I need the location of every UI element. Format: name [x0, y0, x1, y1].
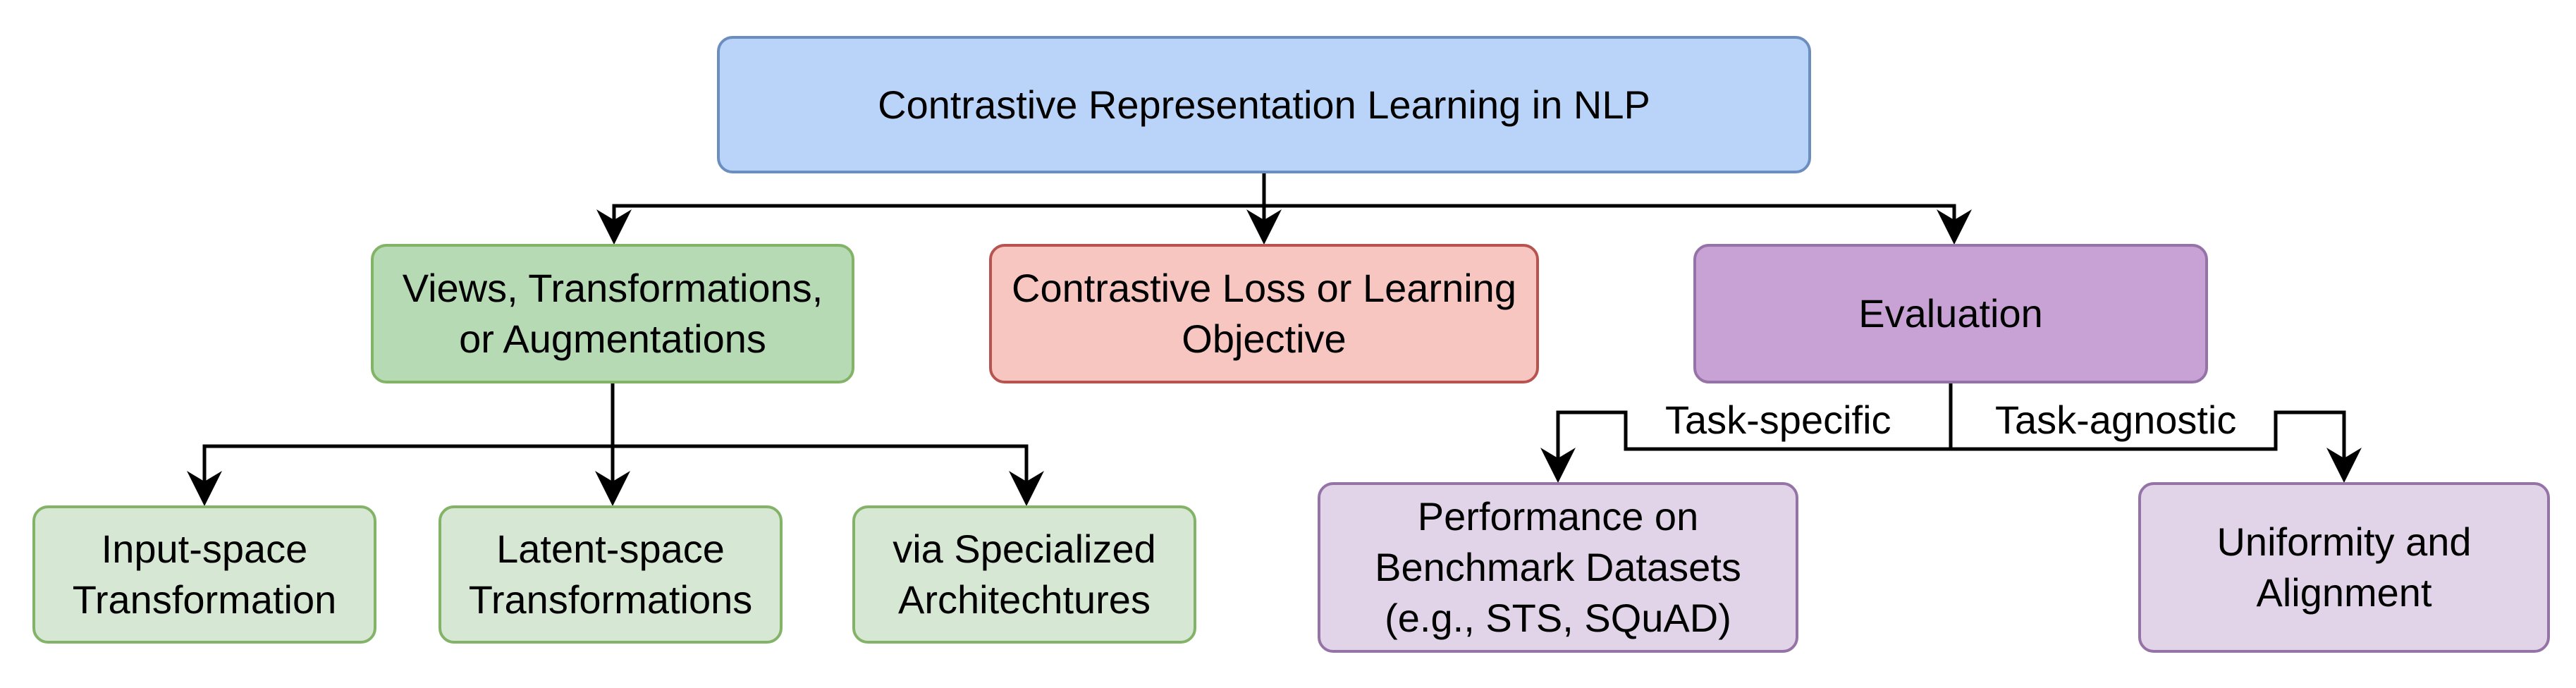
latent-space-node-label: Latent-space Transformations: [468, 527, 753, 622]
edge-root-evaluation: [1264, 204, 1972, 245]
edge-evaluation-performance: [1540, 383, 1953, 483]
views-node: Views, Transformations, or Augmentations: [371, 244, 854, 383]
evaluation-node-label: Evaluation: [1858, 291, 2043, 336]
uniformity-node: Uniformity and Alignment: [2138, 482, 2550, 653]
specialized-node: via Specialized Architechtures: [852, 505, 1196, 644]
evaluation-node: Evaluation: [1693, 244, 2208, 383]
input-space-node-label: Input-space Transformation: [72, 527, 337, 622]
edge-views-input: [187, 383, 615, 506]
edge-views-specialized: [613, 444, 1044, 506]
input-space-node: Input-space Transformation: [32, 505, 376, 644]
task-agnostic-label: Task-agnostic: [1987, 398, 2245, 443]
root-node-label: Contrastive Representation Learning in N…: [878, 82, 1650, 127]
edge-root-views: [596, 173, 1266, 245]
performance-node-label: Performance on Benchmark Datasets (e.g.,…: [1375, 494, 1741, 640]
performance-node: Performance on Benchmark Datasets (e.g.,…: [1318, 482, 1798, 653]
uniformity-node-label: Uniformity and Alignment: [2216, 520, 2472, 615]
root-node: Contrastive Representation Learning in N…: [717, 36, 1811, 173]
views-node-label: Views, Transformations, or Augmentations: [402, 266, 823, 361]
edge-evaluation-uniformity: [1951, 410, 2362, 483]
specialized-node-label: via Specialized Architechtures: [893, 527, 1156, 622]
latent-space-node: Latent-space Transformations: [438, 505, 783, 644]
task-specific-label: Task-specific: [1657, 398, 1900, 443]
loss-node-label: Contrastive Loss or Learning Objective: [1012, 266, 1516, 361]
loss-node: Contrastive Loss or Learning Objective: [989, 244, 1539, 383]
